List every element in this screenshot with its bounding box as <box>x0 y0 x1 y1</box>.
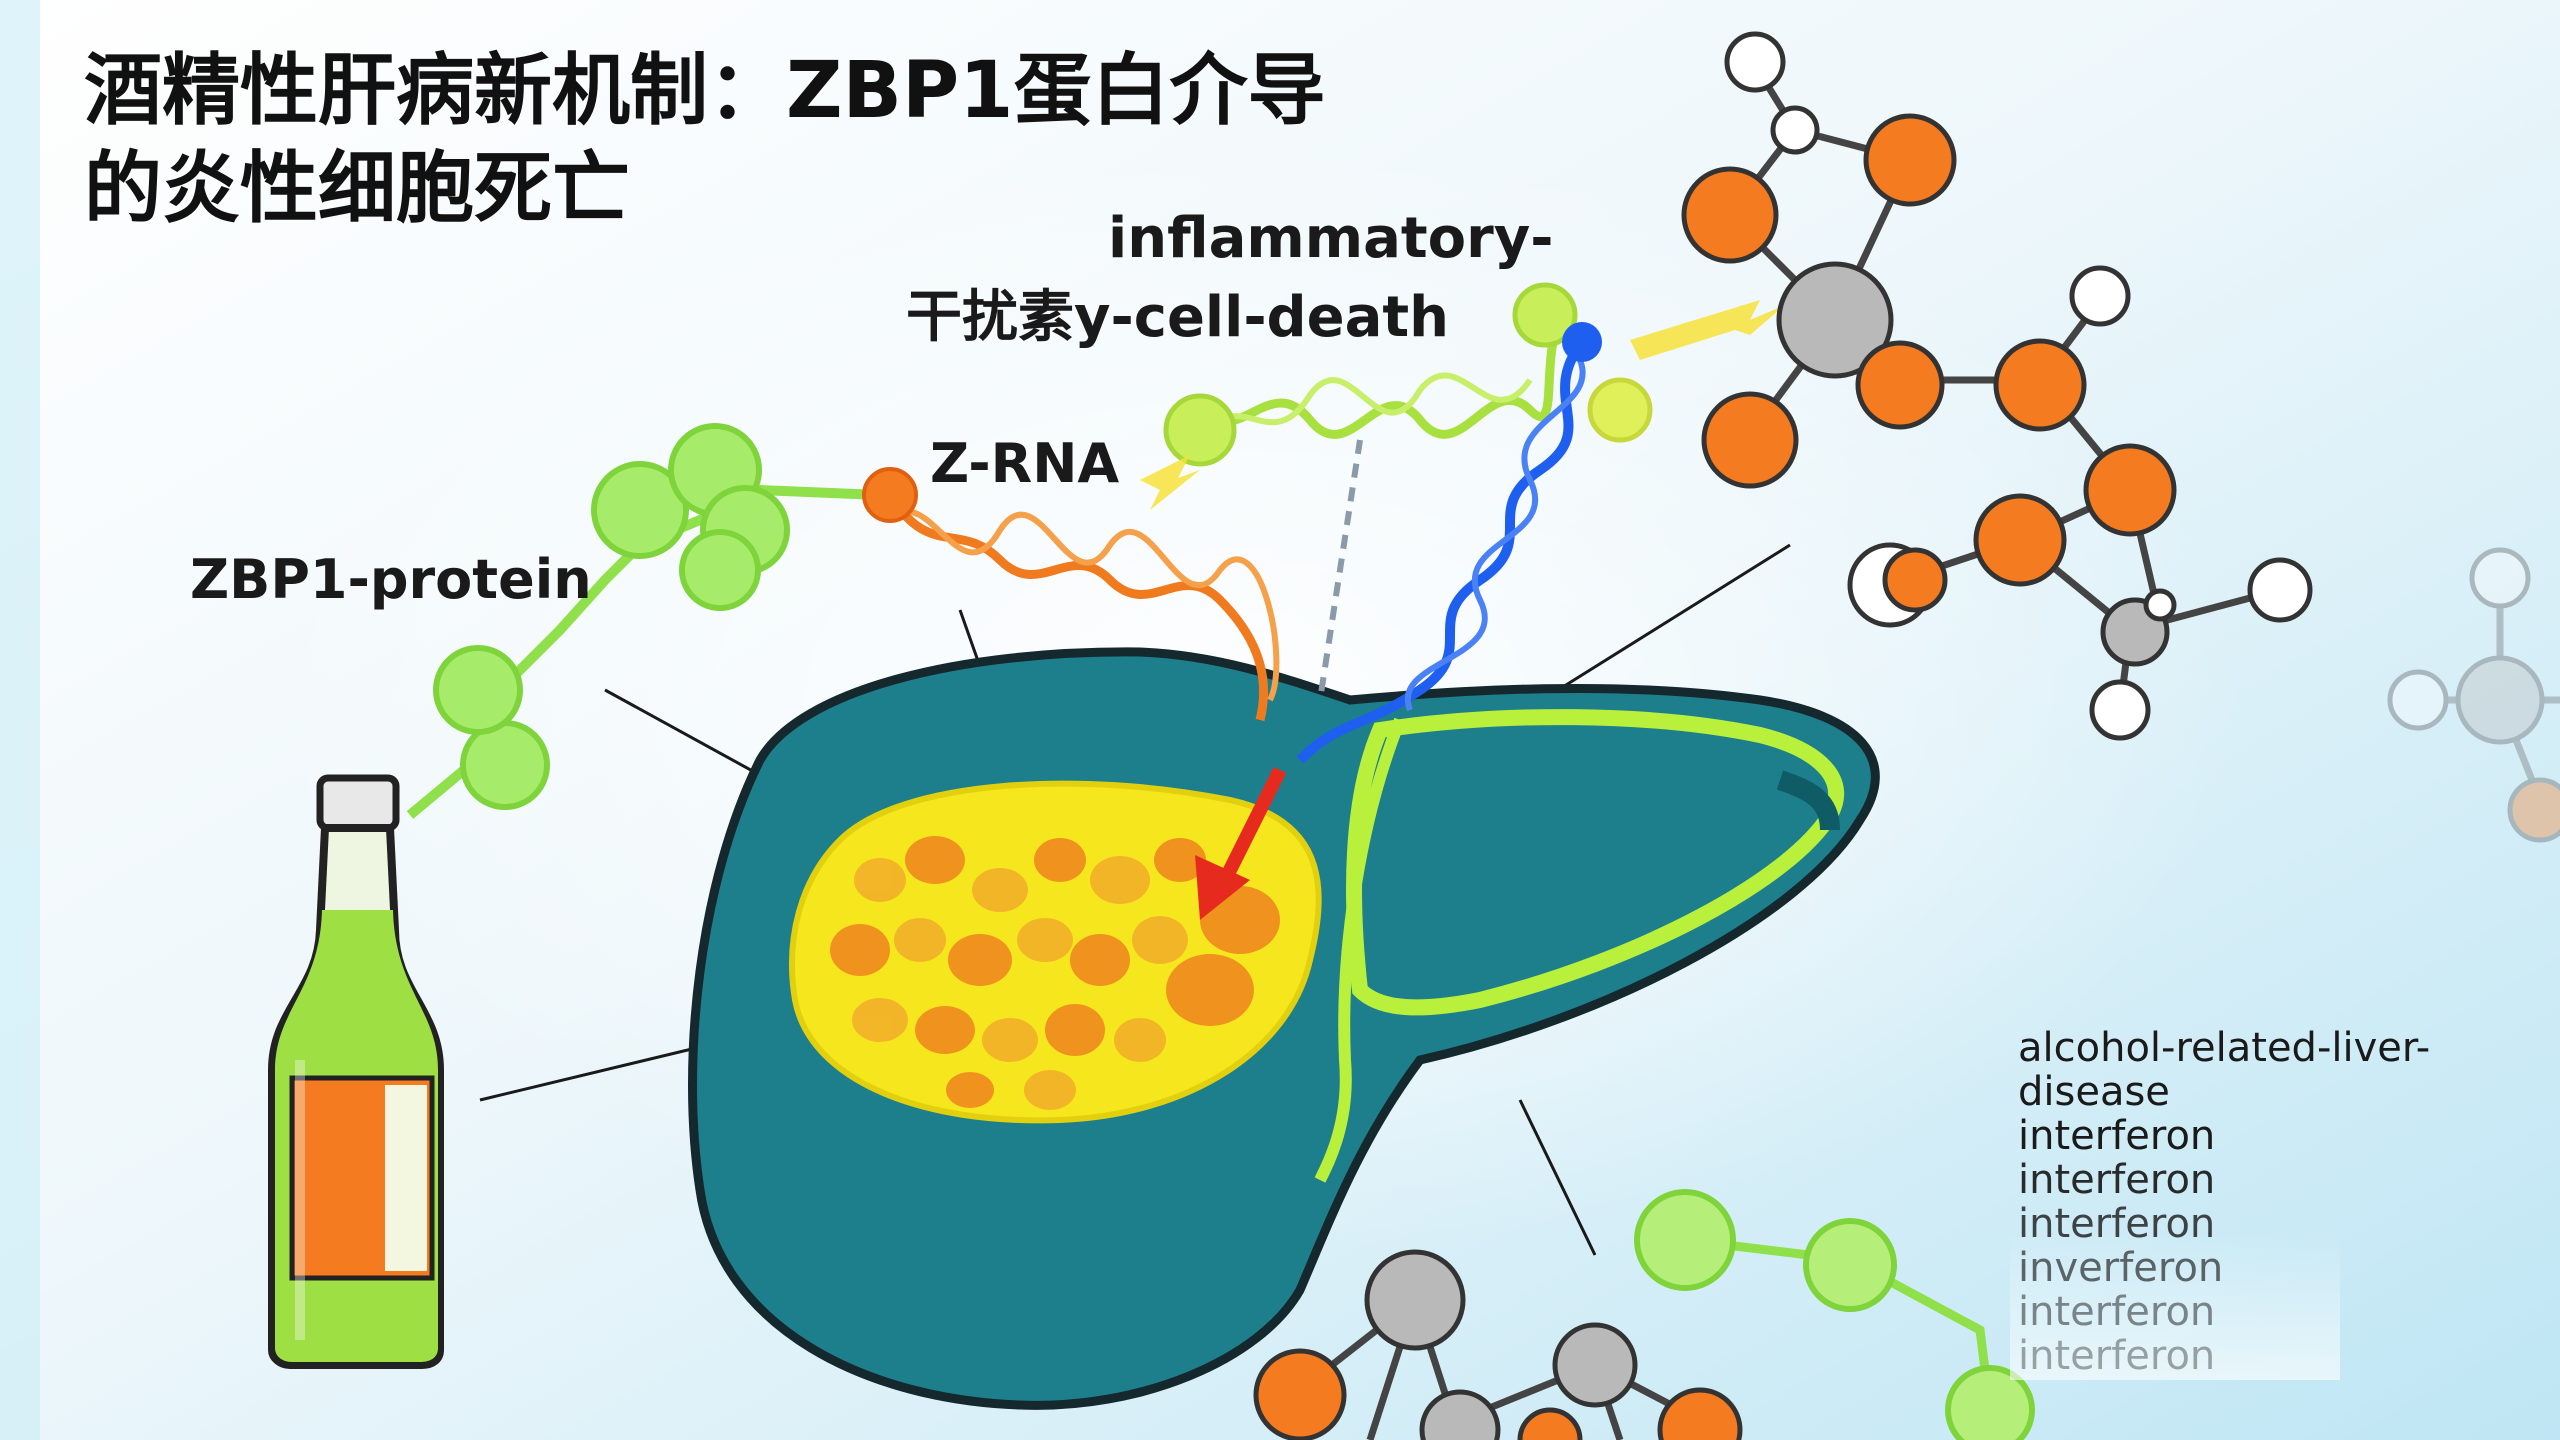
term-item: interferon <box>2018 1289 2216 1335</box>
molecule-bottom <box>1253 1189 2035 1440</box>
z-rna-strand <box>862 467 1280 722</box>
page-title: 酒精性肝病新机制：ZBP1蛋白介导的炎性细胞死亡 <box>84 46 1326 234</box>
molecule-top-right <box>1681 31 2313 741</box>
term-item: disease <box>2018 1069 2170 1115</box>
liver-rim <box>1346 709 1845 1016</box>
inflammatory-label-line2: 干扰素y-cell-death <box>906 285 1450 350</box>
term-item: interferon <box>2018 1333 2216 1379</box>
zbp1-strand <box>1296 322 1602 764</box>
molecule-faded-right <box>2387 547 2560 843</box>
term-item: interferon <box>2018 1157 2216 1203</box>
term-item: interferon <box>2018 1113 2216 1159</box>
bottle <box>268 774 444 1369</box>
inflammatory-label-line1: inflammatory- <box>1108 206 1554 271</box>
term-item: alcohol-related-liver- <box>2018 1025 2431 1071</box>
red-arrow <box>1195 766 1287 920</box>
term-item: interferon <box>2018 1201 2216 1247</box>
zbp1-protein-chain <box>406 423 881 819</box>
interferon-strand <box>1163 282 1653 467</box>
z-rna-label: Z-RNA <box>930 432 1120 495</box>
term-list: alcohol-related-liver- disease interfero… <box>2018 1026 2538 1378</box>
motion-arrows <box>1140 300 1785 510</box>
z-rna-end-bead <box>862 467 918 523</box>
term-item: inverferon <box>2018 1245 2224 1291</box>
zbp1-protein-label: ZBP1-protein <box>190 548 592 611</box>
